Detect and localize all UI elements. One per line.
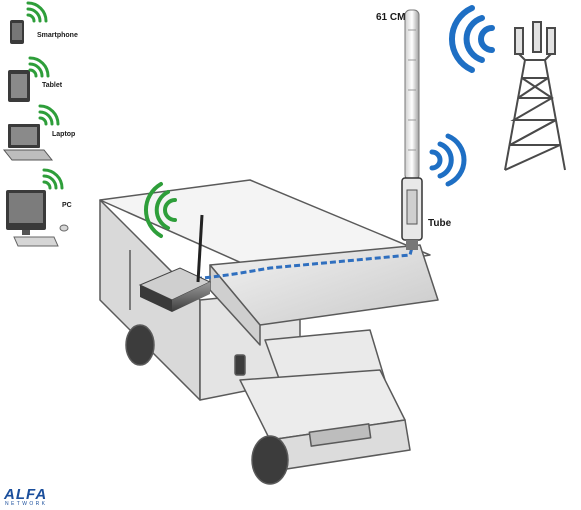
- cell-tower-icon: [504, 21, 566, 171]
- laptop-label: Laptop: [52, 131, 76, 138]
- tablet-icon: [8, 70, 30, 102]
- antenna-icon: [401, 9, 423, 250]
- alfa-logo: ALFA NETWORK: [4, 486, 64, 508]
- laptop-icon: [2, 124, 54, 161]
- cable-line: [159, 239, 416, 282]
- logo-name: ALFA: [4, 486, 48, 503]
- wifi-icon: [143, 182, 177, 238]
- wifi-icon: [38, 104, 60, 126]
- wifi-icon: [42, 168, 64, 190]
- smartphone-label: Smartphone: [37, 32, 78, 39]
- tube-label: Tube: [428, 218, 452, 229]
- signal-icon: [449, 5, 495, 73]
- pc-icon: [6, 190, 69, 247]
- wifi-icon: [26, 1, 48, 23]
- wifi-icon: [28, 56, 50, 78]
- pc-label: PC: [62, 202, 72, 209]
- signal-icon: [429, 133, 467, 187]
- router-icon: [138, 214, 212, 312]
- logo-sub: NETWORK: [5, 501, 48, 507]
- smartphone-icon: [10, 20, 24, 44]
- antenna-length-label: 61 CM: [376, 12, 406, 23]
- tablet-label: Tablet: [42, 82, 63, 89]
- rv-truck-icon: [99, 179, 439, 485]
